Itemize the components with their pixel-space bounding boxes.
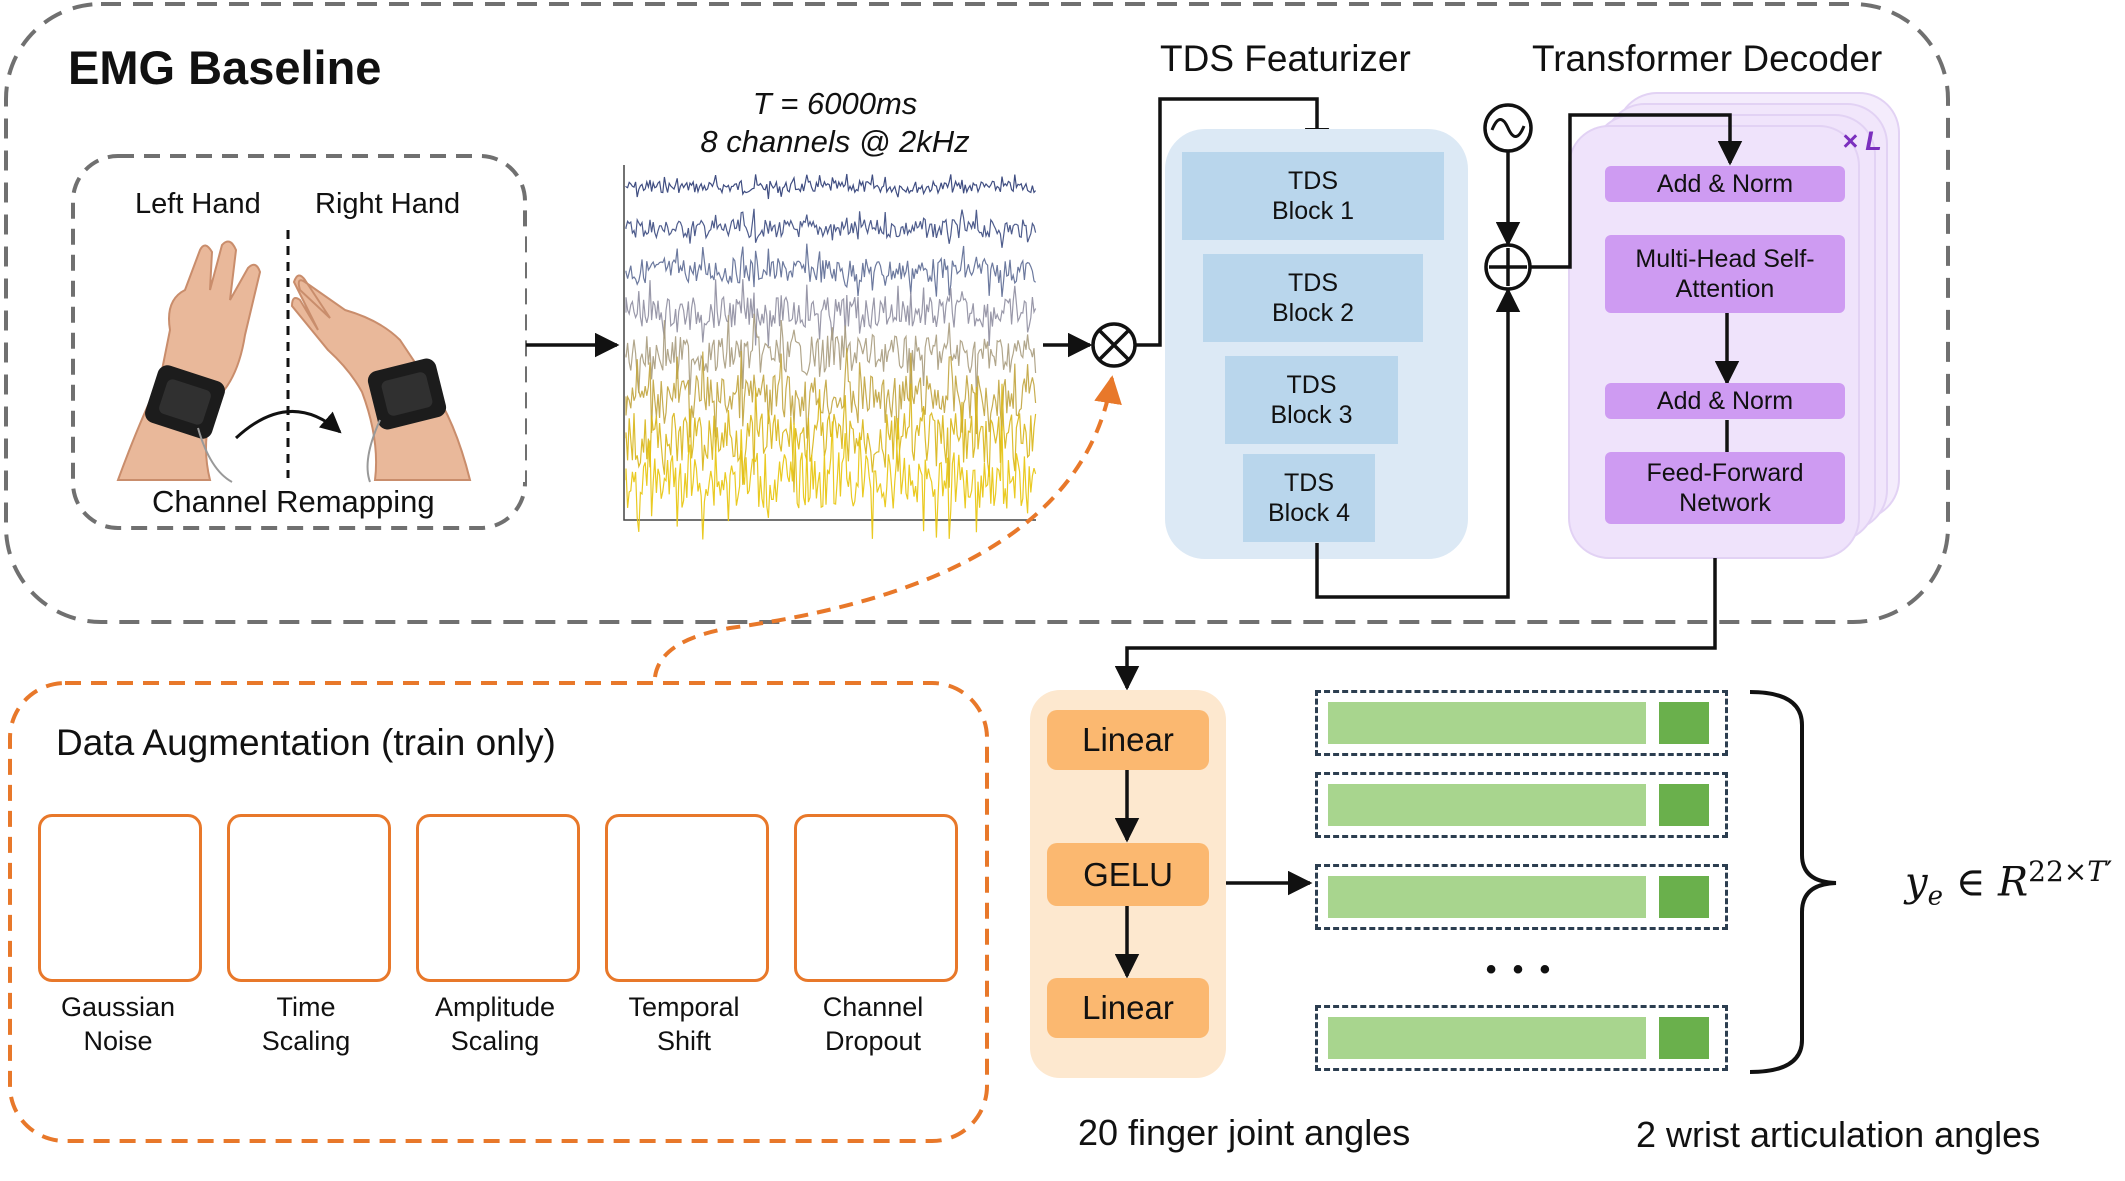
aug-label-amplitude-scaling: Amplitude Scaling	[410, 990, 580, 1058]
ellipsis: • • •	[1485, 953, 1555, 986]
tds-block-1-line1: TDS	[1288, 167, 1338, 195]
transformer-decoder-title: Transformer Decoder	[1532, 38, 1883, 79]
output-brace	[1749, 690, 1837, 1074]
multiply-node	[1091, 322, 1137, 368]
linear-1-box: Linear	[1047, 710, 1209, 770]
wrist-angle-bar	[1659, 876, 1709, 918]
emg-channel-trace	[625, 313, 1037, 395]
finger-angle-bar	[1328, 784, 1646, 826]
aug-label-line2: Shift	[656, 1026, 712, 1056]
aug-label-temporal-shift: Temporal Shift	[599, 990, 769, 1058]
tds-block-2-line2: Block 2	[1272, 299, 1354, 327]
tds-block-3: TDS Block 3	[1225, 356, 1398, 444]
aug-label-line1: Channel	[822, 992, 924, 1022]
gelu-box: GELU	[1047, 843, 1209, 906]
tds-block-2: TDS Block 2	[1203, 254, 1423, 342]
emg-channel-trace	[625, 243, 1037, 297]
augmentation-frame	[8, 681, 989, 1143]
wrist-angle-bar	[1659, 1017, 1709, 1059]
channel-remapping-label: Channel Remapping	[152, 484, 435, 519]
emg-channel-trace	[625, 279, 1037, 347]
tds-block-3-line2: Block 3	[1270, 401, 1353, 429]
formula-subscript: e	[1927, 881, 1943, 912]
aug-tile-gaussian-noise	[38, 814, 202, 982]
aug-tile-amplitude-scaling	[416, 814, 580, 982]
augmentation-title: Data Augmentation (train only)	[56, 722, 556, 763]
diagram-title: EMG Baseline	[68, 41, 382, 94]
signal-axes	[623, 165, 1036, 521]
aug-label-gaussian-noise: Gaussian Noise	[33, 990, 203, 1058]
output-bar-row	[1315, 690, 1728, 756]
formula-superscript: 22×T′	[2028, 855, 2113, 888]
multi-head-attention: Multi-Head Self-Attention	[1605, 235, 1845, 313]
aug-label-channel-dropout: Channel Dropout	[788, 990, 958, 1058]
output-formula: ye ∈ R22×T′	[1905, 855, 2112, 911]
emg-channel-trace	[625, 208, 1037, 248]
formula-in: ∈	[1955, 859, 1986, 906]
aug-label-line2: Noise	[83, 1026, 153, 1056]
finger-angle-bar	[1328, 876, 1646, 918]
output-bar-row	[1315, 864, 1728, 930]
finger-angles-label: 20 finger joint angles	[1078, 1112, 1411, 1153]
emg-channel-trace	[625, 173, 1037, 200]
left-hand-label: Left Hand	[135, 188, 261, 220]
aug-label-line2: Dropout	[824, 1026, 922, 1056]
wrist-angles-label: 2 wrist articulation angles	[1636, 1114, 2041, 1155]
add-norm-2: Add & Norm	[1605, 383, 1845, 419]
aug-tile-temporal-shift	[605, 814, 769, 982]
add-norm-1: Add & Norm	[1605, 166, 1845, 202]
hands-illustration	[113, 230, 525, 483]
emg-channel-trace	[625, 417, 1037, 540]
tds-block-2-line1: TDS	[1288, 269, 1338, 297]
tds-block-4-line1: TDS	[1284, 469, 1334, 497]
finger-angle-bar	[1328, 702, 1646, 744]
formula-y: y	[1905, 859, 1928, 906]
feed-forward-network: Feed-Forward Network	[1605, 452, 1845, 524]
right-hand-label: Right Hand	[315, 188, 461, 220]
linear-2-box: Linear	[1047, 978, 1209, 1038]
positional-encoding-node	[1483, 103, 1533, 153]
add-node	[1484, 243, 1532, 291]
aug-tile-time-scaling	[227, 814, 391, 982]
signal-duration-label: T = 6000ms	[752, 86, 918, 121]
emg-channel-trace	[625, 348, 1037, 440]
aug-label-line1: Amplitude	[434, 992, 556, 1022]
aug-label-line1: Gaussian	[60, 992, 176, 1022]
output-bar-row	[1315, 1005, 1728, 1071]
repeat-l-label: × L	[1842, 126, 1882, 156]
emg-signal-plot	[623, 165, 1037, 540]
aug-label-line1: Time	[276, 992, 336, 1022]
aug-tile-channel-dropout	[794, 814, 958, 982]
emg-channel-trace	[625, 383, 1037, 493]
formula-r: R	[1998, 859, 2029, 906]
emg-baseline-frame	[4, 2, 1950, 624]
aug-label-line1: Temporal	[628, 992, 740, 1022]
aug-label-line2: Scaling	[450, 1026, 540, 1056]
tds-block-4-line2: Block 4	[1268, 499, 1350, 527]
tds-block-3-line1: TDS	[1286, 371, 1337, 399]
aug-label-time-scaling: Time Scaling	[221, 990, 391, 1058]
signal-channels-label: 8 channels @ 2kHz	[700, 124, 970, 159]
tds-featurizer-title: TDS Featurizer	[1160, 38, 1411, 79]
output-bar-row	[1315, 772, 1728, 838]
wrist-angle-bar	[1659, 702, 1709, 744]
aug-label-line2: Scaling	[261, 1026, 351, 1056]
tds-block-1-line2: Block 1	[1272, 197, 1354, 225]
finger-angle-bar	[1328, 1017, 1646, 1059]
wrist-angle-bar	[1659, 784, 1709, 826]
tds-block-4: TDS Block 4	[1243, 454, 1375, 542]
tds-block-1: TDS Block 1	[1182, 152, 1444, 240]
